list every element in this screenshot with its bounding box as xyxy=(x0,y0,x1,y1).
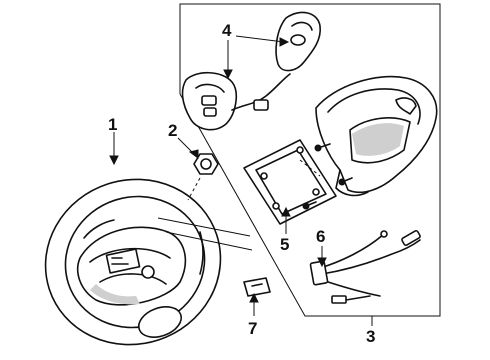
airbag-module xyxy=(315,75,438,197)
callout-2: 2 xyxy=(168,121,177,140)
contact-plate xyxy=(243,139,337,225)
wiring-harness xyxy=(309,229,421,304)
steering-wheel xyxy=(44,178,222,346)
leader-lines xyxy=(109,35,373,326)
callout-7: 7 xyxy=(248,319,257,338)
switch-cover-left xyxy=(181,71,291,131)
mounting-screws xyxy=(302,143,353,210)
switch-cover-right xyxy=(275,11,322,72)
callout-4: 4 xyxy=(222,21,232,40)
retaining-nut xyxy=(157,153,253,251)
callout-5: 5 xyxy=(280,235,289,254)
small-switch xyxy=(243,277,271,297)
callout-1: 1 xyxy=(108,115,117,134)
callout-3: 3 xyxy=(366,327,375,346)
callout-6: 6 xyxy=(316,227,325,246)
